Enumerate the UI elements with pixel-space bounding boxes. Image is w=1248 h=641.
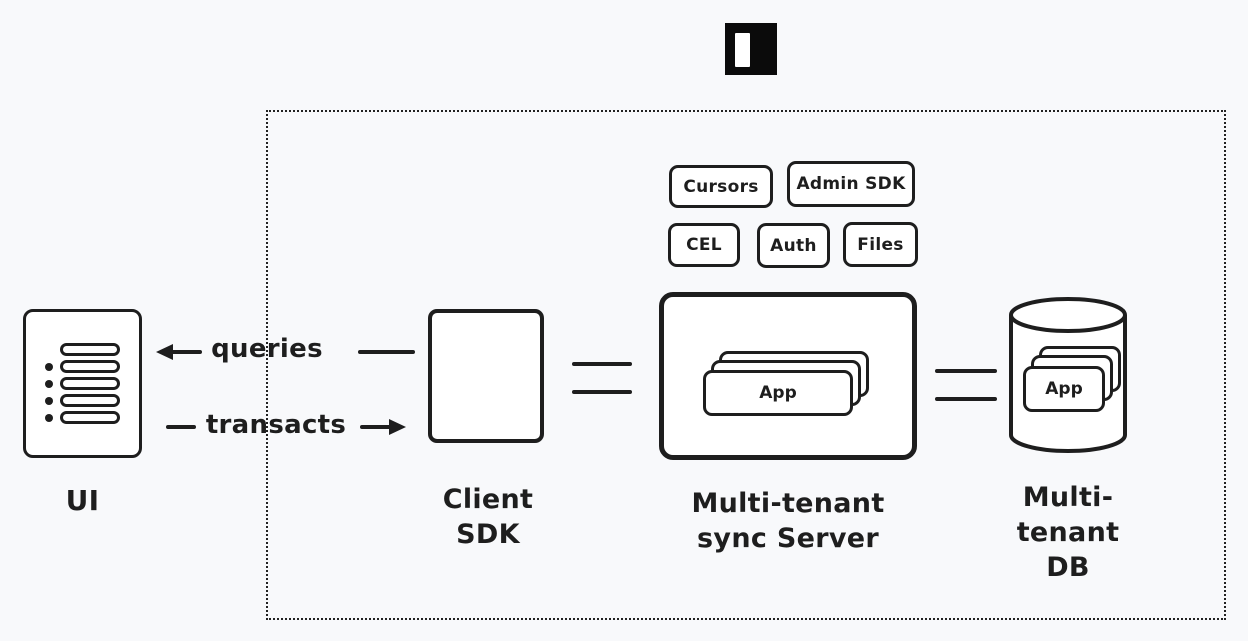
db-app-card-stack: App [1023,346,1121,412]
backend-boundary [266,110,1226,620]
logo-bar [735,33,750,67]
sdk-server-link-top [572,362,632,366]
arrow-right-icon [360,419,406,435]
app-card: App [1023,366,1105,412]
arrow-left-icon [156,344,202,360]
client-sdk-node [428,309,544,443]
transacts-line [166,425,196,429]
server-db-link-top [935,369,997,373]
sync-server-label: Multi-tenant sync Server [691,488,885,554]
badge-cursors: Cursors [669,165,773,208]
queries-line [358,350,415,354]
transacts-edge-label: transacts [205,410,347,440]
app-card: App [703,370,853,416]
client-sdk-label: Client SDK [442,484,534,550]
queries-edge-label: queries [211,334,323,364]
server-db-link-bottom [935,397,997,401]
instant-logo-icon [725,23,777,75]
db-label: Multi-tenant DB [1016,482,1120,583]
badge-admin-sdk: Admin SDK [787,161,915,207]
list-icon [45,343,120,424]
badge-cel: CEL [668,223,740,267]
app-card-label: App [1045,379,1083,399]
app-card-label: App [759,383,797,403]
sdk-server-link-bottom [572,390,632,394]
badge-files: Files [843,222,918,267]
ui-node-label: UI [65,484,100,517]
badge-auth: Auth [757,223,830,268]
ui-node [23,309,142,458]
app-card-stack: App [703,351,869,416]
